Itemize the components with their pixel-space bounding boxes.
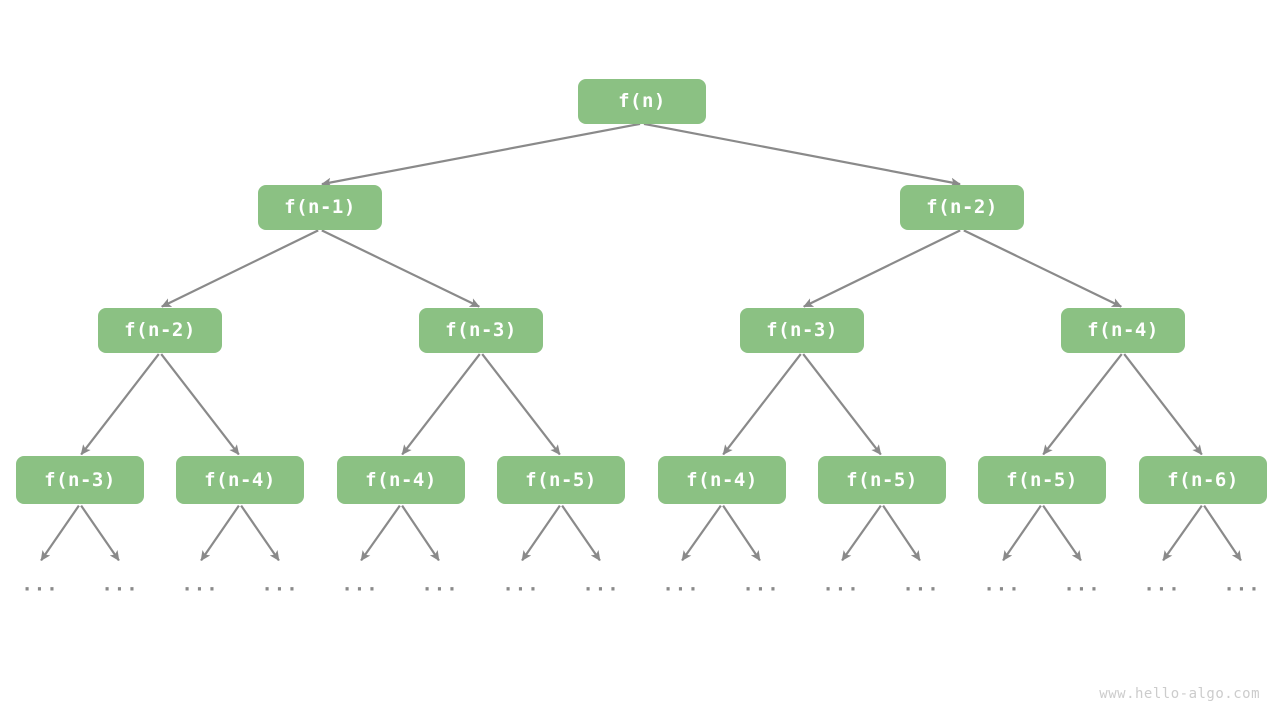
tree-edge: [803, 229, 961, 308]
tree-node: f(n-4): [658, 456, 786, 504]
tree-node: f(n-2): [900, 184, 1024, 230]
leaf-edge: [1042, 505, 1082, 562]
leaf-ellipsis: ...: [21, 573, 59, 596]
leaf-edge: [200, 505, 240, 562]
leaf-ellipsis: ...: [341, 573, 379, 596]
tree-edge: [643, 122, 961, 188]
leaf-edge: [681, 504, 722, 562]
leaf-ellipsis: ...: [983, 573, 1021, 596]
watermark: www.hello-algo.com: [1099, 686, 1260, 702]
tree-node: f(n-5): [978, 456, 1106, 504]
tree-node: f(n-3): [419, 307, 543, 353]
tree-node: f(n-4): [1061, 307, 1185, 353]
tree-node: f(n-3): [16, 456, 144, 504]
leaf-edge: [401, 505, 440, 562]
leaf-edge: [561, 505, 601, 562]
tree-edge: [802, 353, 882, 456]
leaf-edge: [1002, 505, 1042, 562]
tree-node: f(n-2): [98, 307, 222, 353]
leaf-ellipsis: ...: [1063, 573, 1101, 596]
leaf-ellipsis: ...: [502, 573, 540, 596]
tree-edge: [722, 353, 802, 456]
tree-edge: [481, 353, 561, 456]
leaf-ellipsis: ...: [1143, 573, 1181, 596]
leaf-edge: [521, 505, 561, 562]
leaf-edge: [240, 505, 280, 562]
tree-node: f(n): [578, 78, 706, 124]
leaf-edge: [40, 505, 80, 562]
tree-node: f(n-4): [176, 456, 304, 504]
tree-edge: [321, 229, 480, 308]
tree-node: f(n-6): [1139, 456, 1267, 504]
tree-node: f(n-5): [818, 456, 946, 504]
leaf-ellipsis: ...: [662, 573, 700, 596]
leaf-edge: [841, 504, 882, 562]
tree-edge: [161, 229, 319, 308]
tree-node: f(n-1): [258, 184, 382, 230]
leaf-ellipsis: ...: [181, 573, 219, 596]
tree-edge: [160, 353, 240, 456]
leaf-ellipsis: ...: [261, 573, 299, 596]
leaf-edge: [882, 505, 921, 562]
leaf-edge: [80, 505, 120, 562]
leaf-ellipsis: ...: [822, 573, 860, 596]
leaf-ellipsis: ...: [421, 573, 459, 596]
leaf-edge: [1162, 504, 1203, 562]
tree-edge: [401, 353, 481, 456]
leaf-ellipsis: ...: [1223, 573, 1261, 596]
tree-edge: [80, 353, 160, 456]
leaf-ellipsis: ...: [742, 573, 780, 596]
tree-node: f(n-5): [497, 456, 625, 504]
leaf-ellipsis: ...: [101, 573, 139, 596]
leaf-ellipsis: ...: [902, 573, 940, 596]
leaf-edge: [1203, 505, 1242, 562]
leaf-ellipsis: ...: [582, 573, 620, 596]
tree-node: f(n-3): [740, 307, 864, 353]
tree-edge: [1042, 353, 1123, 456]
leaf-edge: [722, 505, 761, 562]
tree-edge: [963, 229, 1122, 308]
tree-node: f(n-4): [337, 456, 465, 504]
leaf-edge: [360, 504, 401, 562]
tree-edge: [1123, 353, 1203, 456]
tree-edge: [321, 122, 641, 188]
